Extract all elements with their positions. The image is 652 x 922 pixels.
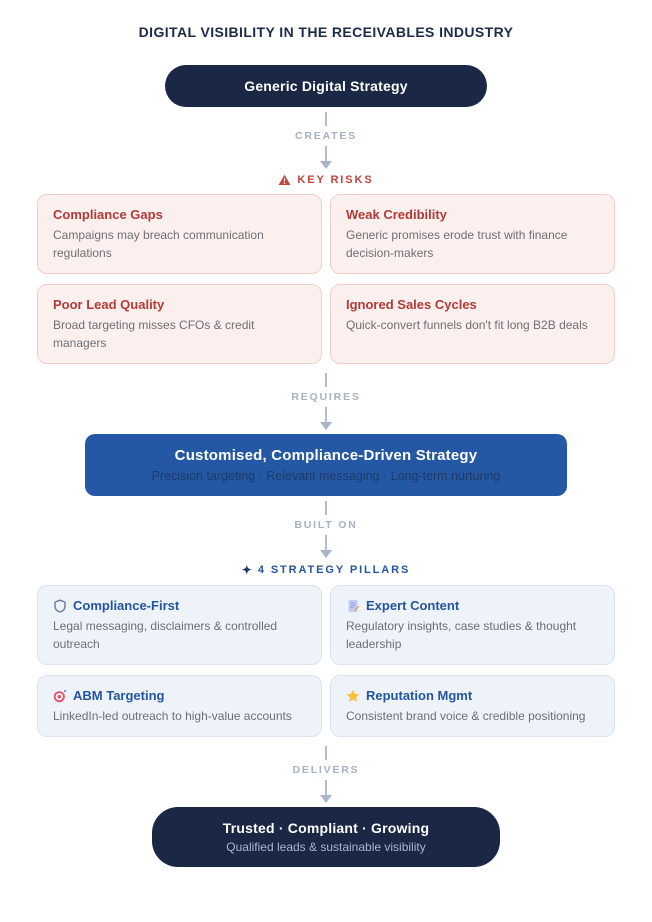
pillar-card-title: Expert Content (346, 598, 599, 613)
outcome-node: Trusted · Compliant · Growing Qualified … (152, 807, 500, 867)
pillar-card-title: Reputation Mgmt (346, 688, 599, 703)
connector-line (324, 535, 327, 550)
pillar-card-title: ABM Targeting (53, 688, 306, 703)
risk-card-title: Compliance Gaps (53, 207, 163, 222)
pillar-card-desc: Consistent brand voice & credible positi… (346, 709, 586, 723)
connector-line (325, 112, 327, 126)
risk-card-desc: Broad targeting misses CFOs & credit man… (53, 318, 255, 350)
shield-icon (54, 599, 66, 613)
risk-card-desc: Quick-convert funnels don't fit long B2B… (346, 318, 588, 332)
key-risks-heading: KEY RISKS (278, 174, 373, 186)
warning-icon (278, 174, 291, 185)
pillar-card-title-text: Reputation Mgmt (366, 688, 473, 703)
connector-delivers: DELIVERS (293, 746, 360, 803)
page-title: DIGITAL VISIBILITY IN THE RECEIVABLES IN… (138, 24, 514, 40)
sparkle-icon: ✦ (241, 563, 252, 577)
outcome-subtitle: Qualified leads & sustainable visibility (226, 840, 426, 854)
pillar-card-desc: LinkedIn-led outreach to high-value acco… (53, 709, 292, 723)
connector-built-on-label: BUILT ON (294, 519, 358, 531)
connector-built-on: BUILT ON (294, 501, 357, 558)
risk-card-title: Ignored Sales Cycles (346, 297, 477, 312)
connector-creates: CREATES (295, 112, 357, 169)
connector-line (325, 146, 327, 161)
strategy-pillars-heading: ✦ 4 STRATEGY PILLARS (242, 563, 410, 577)
pillar-card-title-text: Expert Content (366, 598, 460, 613)
pillar-card-compliance-first: Compliance-First Legal messaging, discla… (37, 585, 322, 665)
connector-line (325, 407, 327, 422)
pillar-card-abm-targeting: ABM Targeting LinkedIn-led outreach to h… (37, 675, 322, 737)
arrow-down-icon (320, 161, 332, 169)
customised-strategy-node: Customised, Compliance-Driven Strategy P… (85, 434, 567, 496)
pillar-card-reputation-mgmt: Reputation Mgmt Consistent brand voice &… (330, 675, 615, 737)
risk-card-ignored-sales-cycles: Ignored Sales Cycles Quick-convert funne… (330, 284, 615, 364)
risk-card-desc: Generic promises erode trust with financ… (346, 228, 568, 260)
memo-icon (348, 599, 360, 612)
target-icon (53, 689, 66, 702)
connector-line (325, 373, 327, 387)
connector-requires-label: REQUIRES (291, 391, 361, 403)
pillar-card-desc: Regulatory insights, case studies & thou… (346, 619, 577, 651)
strategy-pillars-heading-text: 4 STRATEGY PILLARS (257, 564, 411, 576)
connector-line (324, 746, 327, 760)
connector-line (324, 501, 327, 515)
pillars-grid: Compliance-First Legal messaging, discla… (37, 585, 615, 737)
generic-strategy-label: Generic Digital Strategy (244, 78, 408, 94)
risk-card-title: Weak Credibility (346, 207, 447, 222)
risk-card-weak-credibility: Weak Credibility Generic promises erode … (330, 194, 615, 274)
connector-creates-label: CREATES (295, 130, 357, 142)
arrow-down-icon (319, 550, 332, 558)
key-risks-heading-text: KEY RISKS (297, 174, 374, 186)
pillar-card-title-text: Compliance-First (73, 598, 180, 613)
arrow-down-icon (319, 795, 332, 803)
risks-grid: Compliance Gaps Campaigns may breach com… (37, 194, 615, 364)
customised-strategy-subtitle: Precision targeting · Relevant messaging… (151, 469, 501, 483)
risk-card-compliance-gaps: Compliance Gaps Campaigns may breach com… (37, 194, 322, 274)
arrow-down-icon (320, 422, 332, 430)
pillar-card-title: Compliance-First (53, 598, 306, 613)
risk-card-poor-lead-quality: Poor Lead Quality Broad targeting misses… (37, 284, 322, 364)
star-icon (346, 689, 360, 702)
pillar-card-title-text: ABM Targeting (73, 688, 165, 703)
pillar-card-desc: Legal messaging, disclaimers & controlle… (53, 619, 278, 651)
generic-strategy-node: Generic Digital Strategy (165, 65, 487, 107)
pillar-card-expert-content: Expert Content Regulatory insights, case… (330, 585, 615, 665)
customised-strategy-title: Customised, Compliance-Driven Strategy (174, 447, 478, 464)
connector-delivers-label: DELIVERS (292, 764, 360, 776)
connector-line (324, 780, 327, 795)
risk-card-title: Poor Lead Quality (53, 297, 165, 312)
connector-requires: REQUIRES (291, 373, 360, 430)
risk-card-desc: Campaigns may breach communication regul… (53, 228, 264, 260)
outcome-title: Trusted · Compliant · Growing (222, 820, 430, 836)
